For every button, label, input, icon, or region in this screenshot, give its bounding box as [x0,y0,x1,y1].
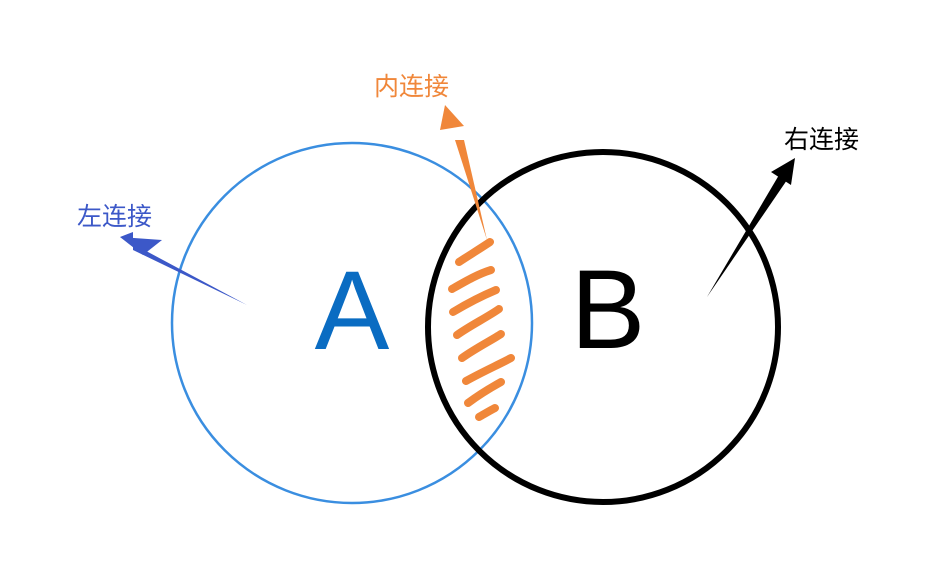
right-join-arrow [707,158,795,297]
inner-join-arrow [440,105,487,240]
right-join-label: 右连接 [784,125,859,154]
set-a-label: A [315,248,390,373]
left-join-arrow [120,232,247,305]
set-b-circle [425,149,781,505]
inner-join-label: 内连接 [374,72,449,101]
set-a-circle [170,141,534,505]
left-join-label: 左连接 [77,202,152,231]
intersection-hatching [448,238,515,421]
set-b-label: B [571,247,646,372]
